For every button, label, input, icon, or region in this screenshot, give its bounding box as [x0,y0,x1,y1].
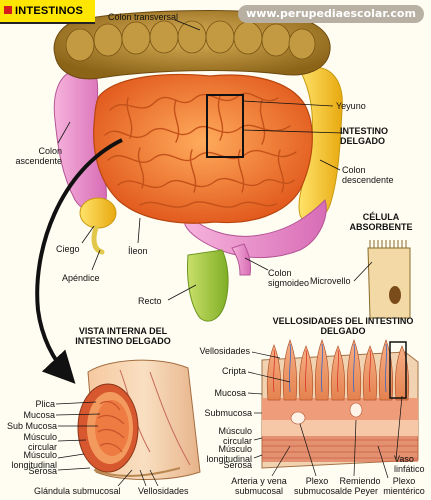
label-microvello: Microvello [310,276,351,286]
label-sub-mucosa: Sub Mucosa [6,421,57,431]
label-ciego: Ciego [56,244,80,254]
label-plexo-mienterico: Plexo mientérico [383,476,425,496]
label-musculo-longitudinal-villi: Músculo longitudinal [206,444,252,464]
label-submucosa: Submucosa [204,408,252,418]
title-bar: INTESTINOS [0,0,95,24]
label-vellosidades: Vellosidades [199,346,250,356]
site-url-badge: www.perupediaescolar.com [238,5,424,23]
label-plica: Plica [35,399,55,409]
label-serosa: Serosa [28,466,57,476]
label-serosa-villi: Serosa [223,460,252,470]
label-mucosa: Mucosa [23,410,55,420]
label-arteria-vena: Arteria y vena submucosal [231,476,287,496]
page-title: INTESTINOS [15,5,84,17]
absorbent-cell-drawing [353,240,411,319]
villi-block-drawing [261,339,419,469]
label-colon-ascendente: Colon ascendente [15,146,62,166]
label-musculo-circular-villi: Músculo circular [218,426,252,446]
label-vellosidades-internal: Vellosidades [138,486,189,496]
label-plexo-submucosal: Plexo submucosal [294,476,343,496]
title-bullet [4,6,12,14]
label-yeyuno: Yeyuno [336,101,366,111]
internal-view-drawing [77,359,201,480]
internal-view-title: VISTA INTERNA DEL INTESTINO DELGADO [75,326,171,346]
label-apendice: Apéndice [62,273,100,283]
label-remiendo-peyer: Remiendo de Peyer [339,476,381,496]
label-mucosa-villi: Mucosa [214,388,246,398]
villi-view-title: VELLOSIDADES DEL INTESTINO DELGADO [272,316,414,336]
label-musculo-longitudinal: Músculo longitudinal [11,450,57,470]
label-glandula-submucosal: Glándula submucosal [34,486,121,496]
label-intestino-delgado: INTESTINO DELGADO [340,126,389,146]
cell-title: CÉLULA ABSORBENTE [349,212,413,232]
label-ileon: Íleon [128,246,148,256]
label-vaso-linfatico: Vaso linfático [394,454,425,474]
label-cripta: Cripta [221,366,246,376]
label-recto: Recto [138,296,162,306]
label-colon-descendente: Colon descendente [342,165,394,185]
label-musculo-circular: Músculo circular [23,432,57,452]
label-colon-transversal: Colon transversal [108,12,179,22]
label-colon-sigmoideo: Colon sigmoideo [268,268,310,288]
